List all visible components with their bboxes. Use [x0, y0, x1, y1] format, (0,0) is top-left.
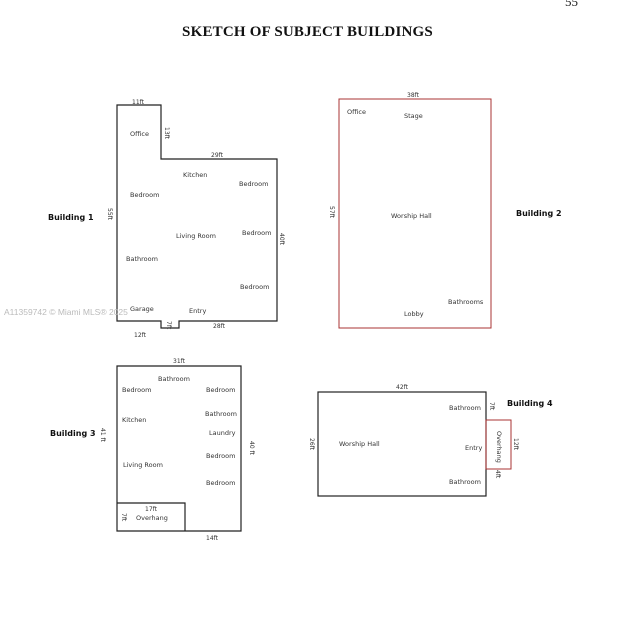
- b1-dim-right: 40ft: [278, 233, 285, 246]
- building-1-plan: Building 1 11ft 13ft 29ft 55ft 40ft 12ft…: [48, 99, 285, 339]
- b1-room-kitchen: Kitchen: [183, 171, 207, 179]
- b1-room-bedroom-1: Bedroom: [130, 191, 159, 199]
- b4-room-bathroom-2: Bathroom: [449, 478, 481, 486]
- b2-room-bathrooms: Bathrooms: [448, 298, 484, 306]
- building-2-label: Building 2: [516, 209, 562, 218]
- building-3-plan: Building 3 31ft 41 ft 40 ft 17ft 7ft 14f…: [50, 358, 255, 542]
- b1-room-entry: Entry: [189, 307, 206, 315]
- b3-room-living: Living Room: [123, 461, 163, 469]
- b3-room-kitchen: Kitchen: [122, 416, 146, 424]
- b2-room-worship-hall: Worship Hall: [391, 212, 432, 220]
- b4-dim-notch-bottom: 4ft: [494, 470, 501, 479]
- b1-room-living: Living Room: [176, 232, 216, 240]
- b4-dim-top: 42ft: [396, 384, 409, 391]
- b4-dim-notch-top: 7ft: [488, 402, 495, 411]
- b3-dim-left: 41 ft: [99, 428, 106, 443]
- b1-dim-notch-vertical: 13ft: [163, 127, 170, 140]
- b2-dim-top: 38ft: [407, 92, 420, 99]
- b3-dim-overhang-height: 7ft: [120, 513, 127, 522]
- b4-room-overhang: Overhang: [495, 431, 503, 463]
- b4-room-worship-hall: Worship Hall: [339, 440, 380, 448]
- b3-dim-overhang-width: 17ft: [145, 506, 158, 513]
- building-3-outline: [116, 365, 242, 532]
- b1-room-office: Office: [130, 130, 149, 138]
- b3-room-bathroom-1: Bathroom: [158, 375, 190, 383]
- b1-dim-left: 55ft: [106, 208, 113, 221]
- watermark: A11359742 © Miami MLS® 2025: [4, 307, 128, 317]
- b1-room-bedroom-4: Bedroom: [240, 283, 269, 291]
- b1-dim-bottom-notch: 7ft: [165, 321, 172, 330]
- b2-room-lobby: Lobby: [404, 310, 424, 318]
- b3-room-bedroom-2: Bedroom: [206, 386, 235, 394]
- b4-room-entry: Entry: [465, 444, 482, 452]
- b1-room-garage: Garage: [130, 305, 154, 313]
- b3-room-bedroom-1: Bedroom: [122, 386, 151, 394]
- b3-room-overhang: Overhang: [136, 514, 168, 522]
- building-1-outline: [116, 104, 278, 329]
- building-2-outline: [338, 98, 492, 329]
- page-title: SKETCH OF SUBJECT BUILDINGS: [182, 24, 433, 40]
- b3-room-bathroom-2: Bathroom: [205, 410, 237, 418]
- b1-dim-bottom-right: 28ft: [213, 323, 226, 330]
- b1-dim-bottom-left: 12ft: [134, 332, 147, 339]
- b1-dim-top: 11ft: [132, 99, 145, 106]
- b3-dim-right: 40 ft: [248, 441, 255, 456]
- building-3-label: Building 3: [50, 429, 96, 438]
- b1-room-bedroom-3: Bedroom: [242, 229, 271, 237]
- building-3-overhang-outline: [117, 502, 186, 531]
- b1-dim-step: 29ft: [211, 152, 224, 159]
- b1-room-bedroom-2: Bedroom: [239, 180, 268, 188]
- b4-dim-left: 26ft: [308, 438, 315, 451]
- b4-room-bathroom-1: Bathroom: [449, 404, 481, 412]
- b3-room-bedroom-3: Bedroom: [206, 452, 235, 460]
- building-1-label: Building 1: [48, 213, 94, 222]
- b3-room-bedroom-4: Bedroom: [206, 479, 235, 487]
- building-4-label: Building 4: [507, 399, 553, 408]
- building-2-plan: Building 2 38ft 57ft Office Stage Worshi…: [328, 92, 562, 329]
- b1-room-bathroom: Bathroom: [126, 255, 158, 263]
- page-number: 55: [565, 0, 578, 9]
- b2-dim-left: 57ft: [328, 206, 335, 219]
- b4-dim-overhang-height: 12ft: [512, 438, 519, 451]
- b2-room-office: Office: [347, 108, 366, 116]
- b3-dim-bottom: 14ft: [206, 535, 219, 542]
- b3-room-laundry: Laundry: [209, 429, 236, 437]
- building-4-overhang-outline: [485, 419, 512, 470]
- building-4-plan: Building 4 42ft 26ft 7ft 12ft 4ft Bathro…: [308, 384, 553, 497]
- b2-room-stage: Stage: [404, 112, 423, 120]
- b3-dim-top: 31ft: [173, 358, 186, 365]
